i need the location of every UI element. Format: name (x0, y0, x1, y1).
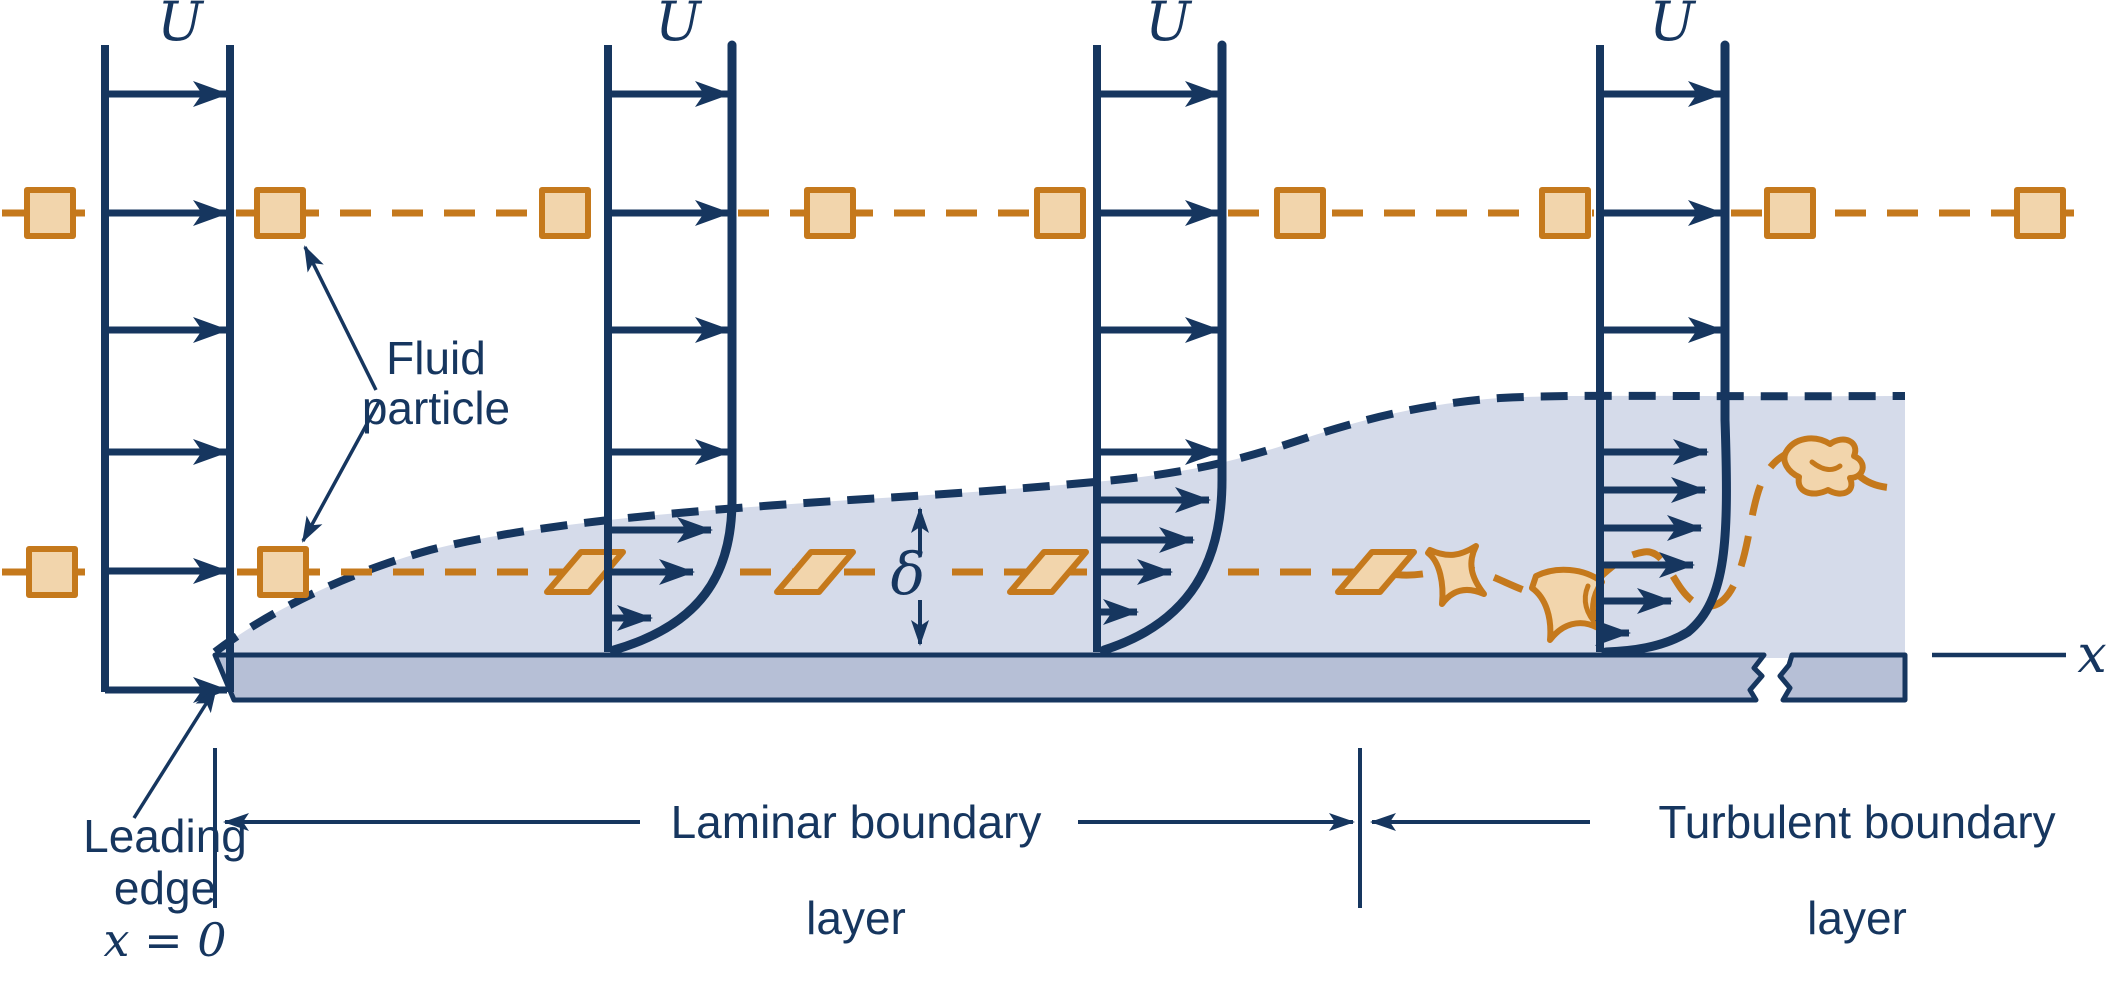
x-axis: x (1932, 625, 2107, 685)
leading-edge-label-line3: x = 0 (104, 913, 227, 967)
velocity-profile-1: U (101, 0, 234, 703)
delta-annotation: δ (891, 507, 929, 646)
leading-edge-pointer (132, 686, 218, 819)
velocity-profile-2: U (604, 0, 737, 655)
fluid-particle-square (26, 546, 78, 598)
x-axis-label: x (2077, 625, 2106, 685)
velocity-profile-3: U (1093, 0, 1227, 655)
fluid-particle-square (257, 546, 309, 598)
flat-plate-right-piece (1777, 652, 1908, 703)
fluid-particles-upper (24, 187, 2066, 239)
flat-plate-left-piece (212, 652, 1767, 703)
fluid-particle-label-line1: Fluid (386, 332, 486, 384)
fluid-particle-pointer-upper (303, 245, 378, 391)
delta-label: δ (891, 540, 926, 608)
sheared-fluid-particle (1335, 549, 1417, 595)
velocity-label: U (1649, 0, 1696, 53)
turbulent-fluid-particle (1425, 543, 1487, 607)
fluid-particle-callout: Fluid particle (301, 245, 510, 543)
velocity-label: U (157, 0, 204, 53)
fluid-particle-square (254, 187, 306, 239)
leading-edge-callout: Leading edge x = 0 (83, 686, 247, 967)
sheared-fluid-particle (774, 549, 856, 595)
fluid-particle-square (24, 187, 76, 239)
fluid-particle-square (2014, 187, 2066, 239)
fluid-particle-label-line2: particle (362, 382, 510, 434)
fluid-particle-square (539, 187, 591, 239)
leading-edge-label-line2: edge (114, 862, 216, 914)
turbulent-particle-fold (1809, 459, 1843, 472)
velocity-label: U (1145, 0, 1192, 53)
flat-plate (212, 652, 1908, 703)
fluid-particle-square (1274, 187, 1326, 239)
turbulent-dimension: Turbulent boundary layer (1370, 796, 2056, 944)
leading-edge-label-line1: Leading (83, 810, 247, 862)
fluid-particles-lower (26, 435, 1866, 643)
sheared-fluid-particle (1007, 549, 1089, 595)
velocity-profile-4: U (1595, 0, 1731, 657)
fluid-particle-square (1539, 187, 1591, 239)
fluid-particle-square (804, 187, 856, 239)
laminar-label-line1: Laminar boundary (671, 796, 1042, 848)
fluid-particle-square (1034, 187, 1086, 239)
fluid-particle-square (1764, 187, 1816, 239)
laminar-dimension: Laminar boundary layer (213, 748, 1362, 944)
turbulent-label-line2: layer (1807, 892, 1907, 944)
boundary-layer-edge (212, 391, 1906, 656)
fluid-particle-pointer-lower (301, 399, 382, 543)
turbulent-label-line1: Turbulent boundary (1658, 796, 2055, 848)
velocity-label: U (655, 0, 702, 53)
laminar-label-line2: layer (806, 892, 906, 944)
